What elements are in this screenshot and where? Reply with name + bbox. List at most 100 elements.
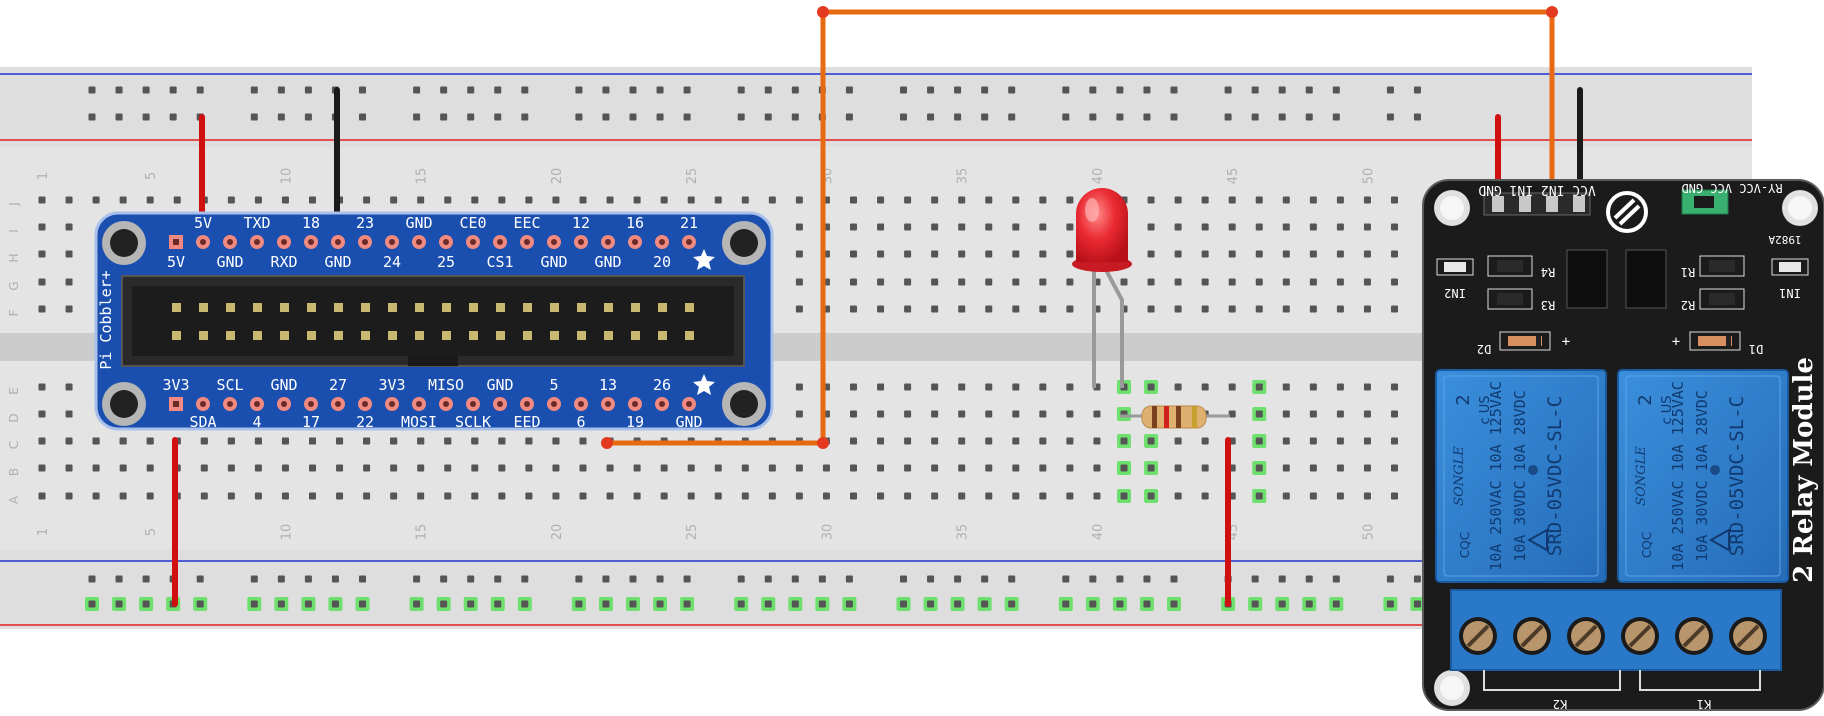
cobbler-pad [196, 397, 210, 411]
breadboard-hole [904, 464, 912, 472]
breadboard-row-label: D [7, 413, 21, 422]
relay-warning-icon [1708, 528, 1730, 552]
breadboard-hole [1251, 575, 1259, 583]
breadboard-hole [409, 597, 424, 611]
cobbler-pin-label: 4 [252, 413, 261, 431]
connector-pin [685, 331, 694, 340]
relay-rating-1: 10A 250VAC 10A 125VAC [1669, 381, 1687, 571]
breadboard-hole [1251, 86, 1259, 94]
breadboard-hole [985, 383, 993, 391]
cobbler-pad [250, 235, 264, 249]
cobbler-pad [277, 397, 291, 411]
breadboard-hole [761, 597, 776, 611]
connector-pin [631, 331, 640, 340]
breadboard-hole [1383, 597, 1398, 611]
breadboard-hole [247, 597, 262, 611]
breadboard-hole [1012, 250, 1020, 258]
wire-orange-end [601, 437, 613, 449]
breadboard-hole [1170, 575, 1178, 583]
breadboard-hole [1336, 437, 1344, 445]
breadboard-hole [281, 437, 289, 445]
breadboard-hole [436, 597, 451, 611]
breadboard-hole [1413, 113, 1421, 121]
cobbler-pads [169, 235, 696, 411]
breadboard-hole [931, 196, 939, 204]
breadboard-hole [877, 464, 885, 472]
breadboard-hole [471, 492, 479, 500]
breadboard-hole [653, 597, 668, 611]
breadboard-hole [931, 437, 939, 445]
relay-jumper: RY-VCC VCC GND [1681, 181, 1783, 215]
breadboard-hole [877, 250, 885, 258]
connector-pin [415, 303, 424, 312]
cobbler-pad [304, 235, 318, 249]
breadboard-holes [38, 86, 1425, 611]
breadboard-hole [795, 410, 803, 418]
breadboard-hole [575, 86, 583, 94]
breadboard-hole [923, 597, 938, 611]
breadboard-row-label: B [7, 468, 21, 476]
breadboard-hole [494, 86, 502, 94]
breadboard-hole [791, 575, 799, 583]
breadboard-hole [1282, 410, 1290, 418]
breadboard-hole [1039, 305, 1047, 313]
breadboard-hole [958, 223, 966, 231]
breadboard-hole [274, 597, 289, 611]
breadboard-hole [1363, 250, 1371, 258]
cobbler-pad [223, 397, 237, 411]
cobbler-pad [169, 397, 183, 411]
breadboard-hole [1201, 250, 1209, 258]
breadboard-hole [927, 113, 935, 121]
breadboard-hole [985, 305, 993, 313]
cobbler-pad [358, 397, 372, 411]
breadboard-hole [1336, 250, 1344, 258]
breadboard-hole [65, 383, 73, 391]
connector-pin [577, 331, 586, 340]
relay-optocoupler-1 [1566, 249, 1608, 309]
relay-title: 2 Relay Module [1789, 357, 1819, 583]
breadboard-top-number: 40 [1091, 168, 1106, 185]
breadboard-hole [1386, 575, 1394, 583]
connector-pin [415, 331, 424, 340]
cobbler-connector-key [408, 356, 458, 366]
breadboard-hole [954, 113, 962, 121]
breadboard-hole [575, 113, 583, 121]
breadboard-hole [517, 597, 532, 611]
breadboard-hole [498, 492, 506, 500]
relay-header-label: VCC IN2 IN1 GND [1478, 182, 1596, 197]
breadboard-bottom-number: 40 [1091, 524, 1106, 541]
breadboard-hole [845, 575, 853, 583]
breadboard-hole [200, 464, 208, 472]
breadboard-hole [958, 383, 966, 391]
relay-number: 2 [1453, 394, 1474, 405]
breadboard-hole [92, 464, 100, 472]
breadboard-hole [1251, 113, 1259, 121]
breadboard-hole [277, 113, 285, 121]
cobbler-pin-label: 5V [167, 253, 185, 271]
breadboard-hole [38, 410, 46, 418]
breadboard-hole [250, 575, 258, 583]
breadboard-hole [65, 278, 73, 286]
breadboard-hole [579, 437, 587, 445]
cobbler-pin-label: GND [324, 253, 351, 271]
relay-model-label: 1982A [1768, 233, 1801, 246]
relay-mount-hole-tr [1782, 190, 1818, 226]
breadboard-bottom-number: 30 [820, 524, 835, 541]
cobbler-pad [412, 235, 426, 249]
breadboard-hole [1039, 250, 1047, 258]
breadboard-hole [390, 464, 398, 472]
breadboard-hole [1282, 250, 1290, 258]
breadboard-hole [521, 86, 529, 94]
breadboard-hole [304, 86, 312, 94]
connector-pin [226, 331, 235, 340]
breadboard-hole [1228, 278, 1236, 286]
breadboard-hole [1089, 575, 1097, 583]
breadboard-hole [417, 464, 425, 472]
breadboard-hole [1120, 278, 1128, 286]
connector-pin [604, 331, 613, 340]
breadboard-hole [850, 223, 857, 231]
breadboard-hole [65, 305, 73, 313]
connector-pin [172, 303, 181, 312]
breadboard-hole [1410, 597, 1425, 611]
breadboard-hole [1201, 464, 1209, 472]
